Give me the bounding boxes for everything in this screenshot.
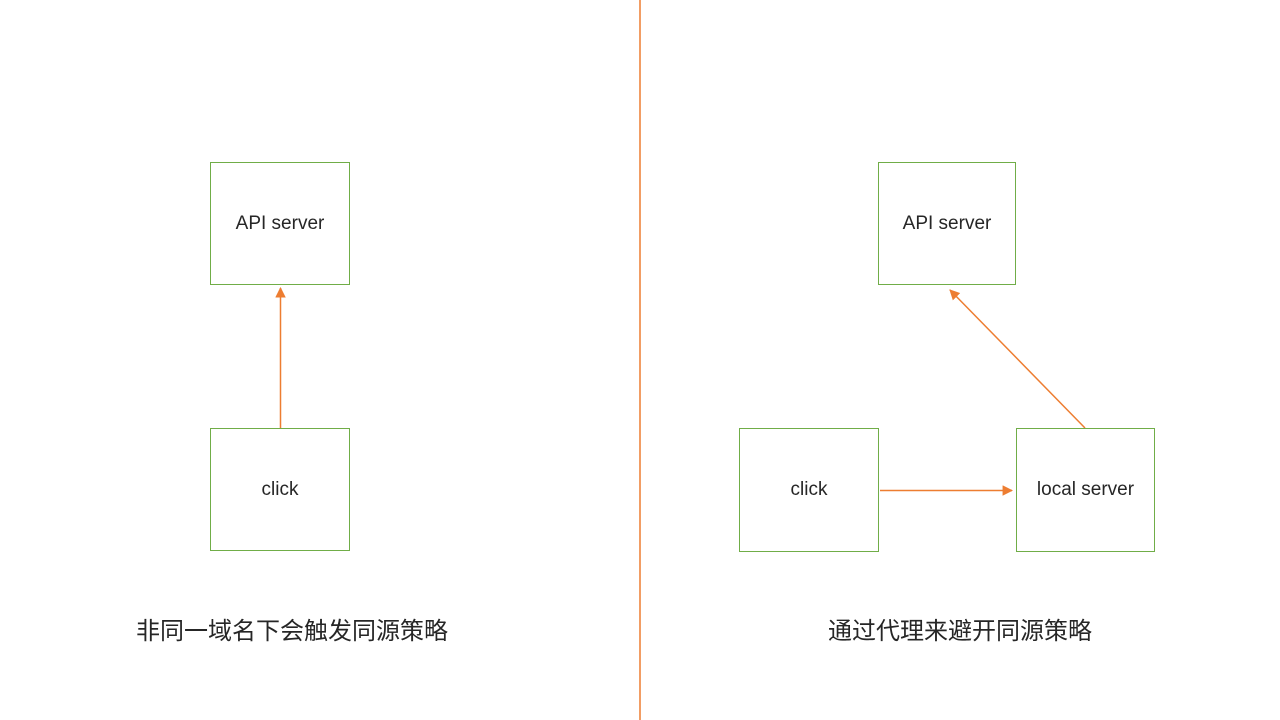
right-panel-caption: 通过代理来避开同源策略 xyxy=(828,618,1092,645)
right-click-box: click xyxy=(739,428,879,552)
left-click-box: click xyxy=(210,428,350,551)
right-local-server-label: local server xyxy=(1036,479,1135,500)
left-api-server-label: API server xyxy=(235,212,325,234)
right-api-server-label: API server xyxy=(902,212,992,234)
right-click-label: click xyxy=(790,479,828,500)
right-api-server-box: API server xyxy=(878,162,1016,285)
right-local-to-api-arrow xyxy=(949,289,1086,429)
left-api-server-box: API server xyxy=(210,162,350,285)
left-panel-caption: 非同一域名下会触发同源策略 xyxy=(136,618,448,645)
left-click-label: click xyxy=(261,478,299,500)
right-local-server-box: local server xyxy=(1016,428,1155,552)
